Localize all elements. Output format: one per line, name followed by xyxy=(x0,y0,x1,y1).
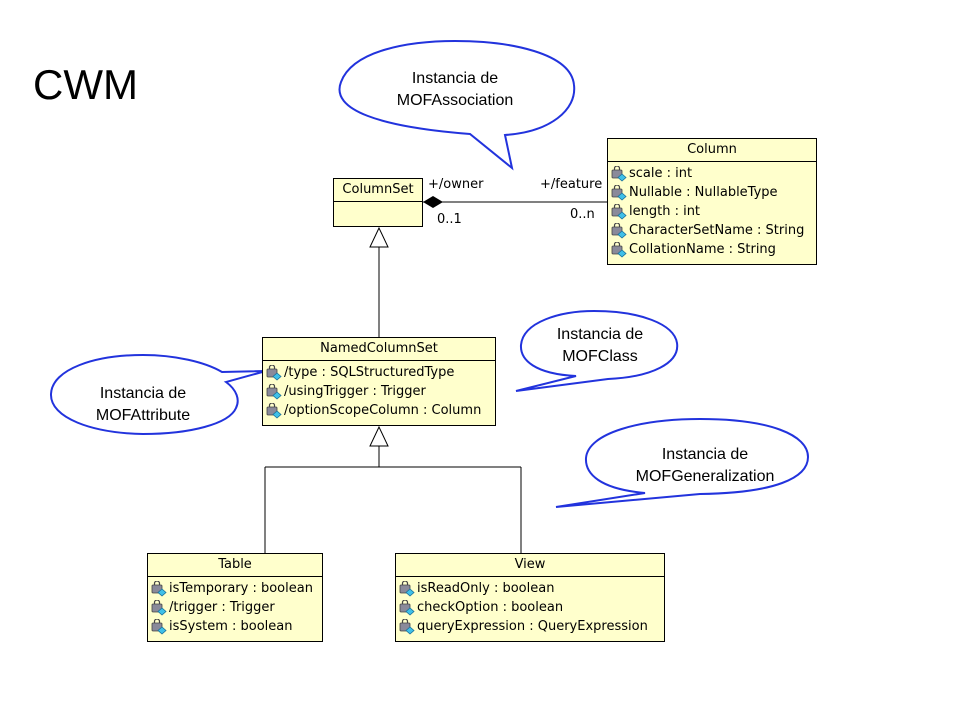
attribute-row: Nullable : NullableType xyxy=(611,183,814,202)
attribute-icon xyxy=(151,598,168,616)
class-columnset[interactable]: ColumnSet xyxy=(333,178,423,227)
class-namedcolumnset[interactable]: NamedColumnSet /type : SQLStructuredType… xyxy=(262,337,496,426)
class-column[interactable]: Column scale : int Nullable : NullableTy… xyxy=(607,138,817,265)
attribute-row: checkOption : boolean xyxy=(399,598,662,617)
attribute-bubble xyxy=(49,353,267,436)
attribute-icon xyxy=(399,579,416,597)
attribute-icon xyxy=(266,382,283,400)
class-name: NamedColumnSet xyxy=(263,338,495,361)
attribute-text: /usingTrigger : Trigger xyxy=(284,384,426,399)
attribute-list: /type : SQLStructuredType /usingTrigger … xyxy=(263,361,495,420)
attribute-row: /usingTrigger : Trigger xyxy=(266,382,493,401)
class-bubble xyxy=(515,309,679,392)
attribute-text: CollationName : String xyxy=(629,242,776,257)
attribute-icon xyxy=(611,183,628,201)
attribute-text: /type : SQLStructuredType xyxy=(284,365,455,380)
class-table[interactable]: Table isTemporary : boolean /trigger : T… xyxy=(147,553,323,642)
diagram-title: CWM xyxy=(33,61,138,108)
owner-multiplicity-label: 0..1 xyxy=(437,212,462,227)
attribute-row: CharacterSetName : String xyxy=(611,221,814,240)
association-bubble-line2: MOFAssociation xyxy=(396,92,514,109)
generalization-arrowhead-columnset xyxy=(369,226,389,248)
attribute-text: length : int xyxy=(629,204,701,219)
class-name: ColumnSet xyxy=(334,179,422,202)
class-name: Column xyxy=(608,139,816,162)
attribute-text: /optionScopeColumn : Column xyxy=(284,403,482,418)
attribute-icon xyxy=(611,164,628,182)
attribute-row: isSystem : boolean xyxy=(151,617,320,636)
generalization-bubble xyxy=(555,417,810,508)
association-bubble-text: Instancia de MOFAssociation xyxy=(385,68,525,112)
class-bubble-line1: Instancia de xyxy=(556,326,644,343)
class-bubble-line2: MOFClass xyxy=(562,348,638,365)
attribute-text: CharacterSetName : String xyxy=(629,223,805,238)
attribute-row: isTemporary : boolean xyxy=(151,579,320,598)
association-bubble xyxy=(338,39,576,171)
attribute-text: checkOption : boolean xyxy=(417,600,564,615)
attribute-row: /trigger : Trigger xyxy=(151,598,320,617)
feature-multiplicity-label: 0..n xyxy=(570,207,595,222)
generalization-bubble-line2: MOFGeneralization xyxy=(635,468,775,485)
generalization-arrowhead-namedcolumnset xyxy=(369,425,389,447)
attribute-icon xyxy=(151,617,168,635)
generalization-bubble-text: Instancia de MOFGeneralization xyxy=(625,444,785,488)
attribute-icon xyxy=(399,617,416,635)
attribute-text: /trigger : Trigger xyxy=(169,600,275,615)
attribute-row: /type : SQLStructuredType xyxy=(266,363,493,382)
attribute-bubble-text: Instancia de MOFAttribute xyxy=(78,383,208,427)
attribute-row: queryExpression : QueryExpression xyxy=(399,617,662,636)
class-name: View xyxy=(396,554,664,577)
owner-role-label: +/owner xyxy=(428,177,484,192)
feature-role-label: +/feature xyxy=(540,177,603,192)
attribute-list: isTemporary : boolean /trigger : Trigger… xyxy=(148,577,322,636)
attribute-row: length : int xyxy=(611,202,814,221)
attribute-bubble-line1: Instancia de xyxy=(99,385,187,402)
class-bubble-text: Instancia de MOFClass xyxy=(540,324,660,368)
attribute-icon xyxy=(266,401,283,419)
attribute-row: scale : int xyxy=(611,164,814,183)
attribute-list: isReadOnly : boolean checkOption : boole… xyxy=(396,577,664,636)
attribute-bubble-line2: MOFAttribute xyxy=(95,407,191,424)
attribute-row: CollationName : String xyxy=(611,240,814,259)
attribute-icon xyxy=(151,579,168,597)
attribute-icon xyxy=(611,202,628,220)
attribute-icon xyxy=(611,221,628,239)
attribute-text: scale : int xyxy=(629,166,693,181)
attribute-list: scale : int Nullable : NullableType leng… xyxy=(608,162,816,259)
attribute-icon xyxy=(266,363,283,381)
attribute-text: isReadOnly : boolean xyxy=(417,581,555,596)
composition-diamond xyxy=(423,196,443,208)
class-name: Table xyxy=(148,554,322,577)
attribute-icon xyxy=(611,240,628,258)
attribute-text: Nullable : NullableType xyxy=(629,185,778,200)
attribute-text: isSystem : boolean xyxy=(169,619,293,634)
attribute-row: /optionScopeColumn : Column xyxy=(266,401,493,420)
class-view[interactable]: View isReadOnly : boolean checkOption : … xyxy=(395,553,665,642)
attribute-icon xyxy=(399,598,416,616)
attribute-row: isReadOnly : boolean xyxy=(399,579,662,598)
attribute-text: isTemporary : boolean xyxy=(169,581,313,596)
association-bubble-line1: Instancia de xyxy=(411,70,499,87)
attribute-text: queryExpression : QueryExpression xyxy=(417,619,648,634)
generalization-bubble-line1: Instancia de xyxy=(661,446,749,463)
